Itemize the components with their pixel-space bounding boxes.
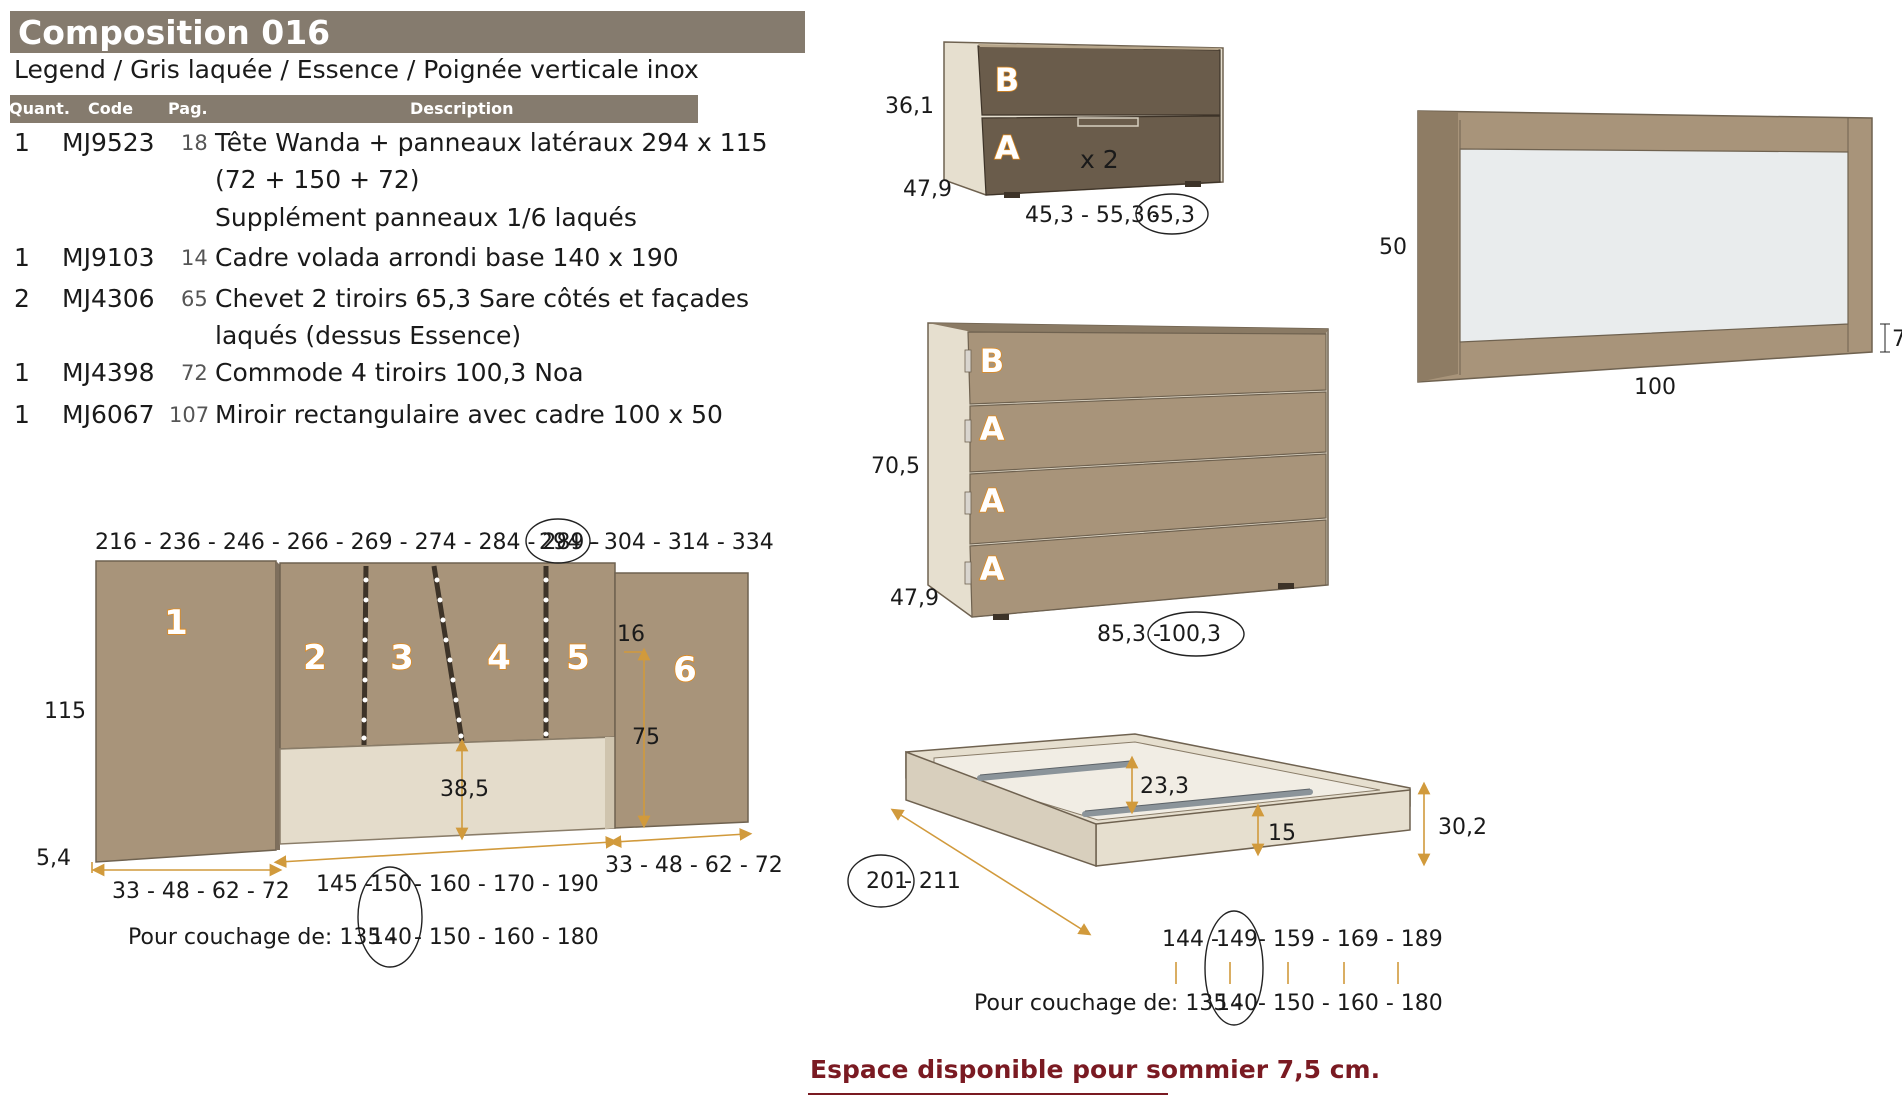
panel-number: 4 <box>487 638 511 678</box>
item-code: MJ9103 <box>62 243 155 272</box>
bed-couchage: Pour couchage de: 135 - <box>974 991 1242 1016</box>
centre-width-selected: 150 <box>370 872 412 897</box>
item-description: Tête Wanda + panneaux latéraux 294 x 115 <box>215 128 768 157</box>
item-page: 65 <box>181 287 208 311</box>
bedframe-drawing: 23,3 15 30,2 201 - 211 144 - 149 - 159 -… <box>847 733 1487 1026</box>
mirror-width: 100 <box>1634 375 1676 400</box>
bed-couchage-selected: 140 <box>1216 991 1258 1016</box>
nightstand-drawing: B A x 2 36,1 47,9 45,3 - 55,3 - 65,3 <box>885 41 1224 235</box>
bed-widths: 144 - <box>1162 927 1219 952</box>
panel-number: 1 <box>164 603 188 643</box>
panel-number: 3 <box>390 638 414 678</box>
item-description: Miroir rectangulaire avec cadre 100 x 50 <box>215 400 723 429</box>
bed-length-selected: 201 <box>866 869 908 894</box>
panel-number: 2 <box>303 638 327 678</box>
bed-widths: - 159 - 169 - 189 <box>1258 927 1443 952</box>
nightstand-widths: 45,3 - 55,3 - <box>1025 203 1160 228</box>
item-page: 14 <box>181 246 208 270</box>
headboard-height: 115 <box>44 699 86 724</box>
item-description: Commode 4 tiroirs 100,3 Noa <box>215 358 584 387</box>
drawer-letter: A <box>980 410 1005 448</box>
dresser-width-selected: 100,3 <box>1158 622 1221 647</box>
side-panel-widths: 33 - 48 - 62 - 72 <box>605 853 783 878</box>
nightstand-qty: x 2 <box>1080 145 1119 174</box>
item-code: MJ4398 <box>62 358 155 387</box>
item-code: MJ4306 <box>62 284 155 313</box>
subtitle: Legend / Gris laquée / Essence / Poignée… <box>14 55 699 84</box>
dim-16: 16 <box>617 622 645 647</box>
item-code: MJ9523 <box>62 128 155 157</box>
item-page: 72 <box>181 361 208 385</box>
item-description: laqués (dessus Essence) <box>215 321 522 350</box>
couchage-widths: - 150 - 160 - 180 <box>414 925 599 950</box>
title-bar: Composition 016 <box>10 11 805 53</box>
bed-dim-30-2: 30,2 <box>1438 815 1487 840</box>
nightstand-width-selected: 65,3 <box>1146 203 1195 228</box>
nightstand-height: 36,1 <box>885 94 934 119</box>
drawer-letter: A <box>980 482 1005 520</box>
item-description: Chevet 2 tiroirs 65,3 Sare côtés et faça… <box>215 284 750 313</box>
headboard-widths-end: - 304 - 314 - 334 <box>589 530 774 555</box>
item-description: Supplément panneaux 1/6 laqués <box>215 203 637 232</box>
item-description: (72 + 150 + 72) <box>215 165 420 194</box>
headboard-width-selected: 294 <box>539 530 581 555</box>
couchage-selected: 140 <box>370 925 412 950</box>
dresser-depth: 47,9 <box>890 586 939 611</box>
couchage-widths: Pour couchage de: 135 - <box>128 925 396 950</box>
dresser-height: 70,5 <box>871 454 920 479</box>
drawer-letter: B <box>980 342 1004 380</box>
bed-dim-15: 15 <box>1268 821 1296 846</box>
item-page: 107 <box>169 403 210 427</box>
centre-widths: - 160 - 170 - 190 <box>414 872 599 897</box>
drawer-letter: B <box>995 61 1019 99</box>
headboard-base: 5,4 <box>36 846 71 871</box>
table-header: Quant. Code Pag. Description <box>9 95 698 123</box>
dim-75: 75 <box>632 725 660 750</box>
panel-number: 5 <box>566 638 590 678</box>
footer-underline <box>808 1093 1168 1095</box>
col-code: Code <box>88 99 134 118</box>
item-quant: 1 <box>14 128 30 157</box>
item-code: MJ6067 <box>62 400 155 429</box>
col-pag: Pag. <box>168 99 208 118</box>
drawer-letter: A <box>980 550 1005 588</box>
panel-number: 6 <box>673 650 697 690</box>
centre-widths: 145 - <box>316 872 373 897</box>
item-quant: 2 <box>14 284 30 313</box>
drawer-letter: A <box>995 129 1020 167</box>
bed-width-selected: 149 <box>1216 927 1258 952</box>
col-quant: Quant. <box>9 99 70 118</box>
nightstand-depth: 47,9 <box>903 177 952 202</box>
led-dots <box>361 577 549 741</box>
dim-38-5: 38,5 <box>440 777 489 802</box>
headboard-drawing: 1 2 3 4 5 6 216 - 236 - 246 - 266 - 269 … <box>36 518 783 968</box>
dresser-drawing: B A A A 70,5 47,9 85,3 - 100,3 <box>871 322 1329 657</box>
bed-couchage: - 150 - 160 - 180 <box>1258 991 1443 1016</box>
bed-length: - 211 <box>904 869 961 894</box>
col-description: Description <box>410 99 514 118</box>
headboard-widths: 216 - 236 - 246 - 266 - 269 - 274 - 284 … <box>95 530 599 555</box>
item-page: 18 <box>181 131 208 155</box>
mirror-drawing: 50 100 7 <box>1379 110 1902 400</box>
item-quant: 1 <box>14 358 30 387</box>
page-title: Composition 016 <box>18 13 331 52</box>
item-description: Cadre volada arrondi base 140 x 190 <box>215 243 679 272</box>
bed-dim-23-3: 23,3 <box>1140 774 1189 799</box>
item-quant: 1 <box>14 243 30 272</box>
mirror-frame: 7 <box>1892 327 1902 352</box>
mirror-height: 50 <box>1379 235 1407 260</box>
item-quant: 1 <box>14 400 30 429</box>
led-strips <box>361 565 549 746</box>
side-panel-widths: 33 - 48 - 62 - 72 <box>112 879 290 904</box>
footer-note: Espace disponible pour sommier 7,5 cm. <box>810 1055 1381 1084</box>
